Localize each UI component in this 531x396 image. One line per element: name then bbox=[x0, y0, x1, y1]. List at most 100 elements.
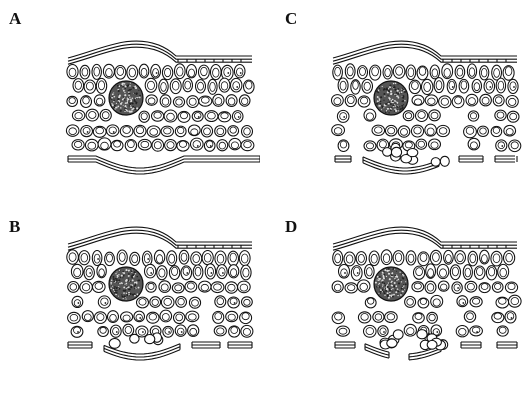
panel-a: A bbox=[0, 0, 265, 198]
bundle-stipple bbox=[134, 107, 135, 108]
spongy-cell bbox=[178, 111, 190, 122]
cell-dot bbox=[476, 331, 478, 333]
bundle-stipple bbox=[113, 278, 115, 280]
bundle-stipple bbox=[384, 282, 386, 284]
palisade-cell bbox=[409, 80, 420, 93]
bundle-stipple bbox=[122, 85, 124, 87]
mesophyll bbox=[332, 64, 521, 152]
bundle-stipple bbox=[395, 101, 396, 102]
cell-dot bbox=[156, 72, 158, 74]
bundle-stipple bbox=[138, 287, 140, 289]
loose-cell bbox=[387, 339, 397, 347]
bundle-stipple bbox=[116, 287, 118, 289]
bundle-stipple bbox=[128, 278, 129, 279]
panel-c: C bbox=[275, 0, 531, 198]
loose-cell bbox=[130, 334, 139, 343]
cell-dot bbox=[147, 258, 149, 260]
vascular-bundle bbox=[374, 267, 408, 301]
spongy-cell bbox=[337, 326, 350, 336]
bundle-stipple bbox=[382, 274, 383, 275]
bundle-stipple bbox=[118, 274, 119, 275]
palisade-cell bbox=[406, 65, 416, 80]
bundle-stipple bbox=[380, 103, 382, 105]
bundle-stipple bbox=[127, 102, 128, 103]
bundle-stipple bbox=[126, 283, 128, 285]
bundle-stipple bbox=[389, 84, 391, 86]
bundle-stipple bbox=[128, 90, 130, 92]
spongy-cell bbox=[412, 95, 424, 105]
spongy-cell bbox=[134, 311, 145, 322]
bundle-stipple bbox=[111, 97, 113, 99]
mesophyll bbox=[66, 64, 254, 152]
bundle-stipple bbox=[121, 294, 122, 295]
palisade-cell bbox=[339, 265, 350, 279]
spongy-cell bbox=[125, 140, 136, 152]
bundle-stipple bbox=[395, 291, 397, 293]
bundle-stipple bbox=[387, 294, 389, 296]
bundle-stipple bbox=[395, 110, 397, 112]
spongy-cell bbox=[213, 311, 224, 323]
bundle-stipple bbox=[393, 84, 394, 85]
bundle-stipple bbox=[388, 268, 390, 270]
palisade-cell bbox=[208, 79, 217, 94]
bundle-stipple bbox=[391, 285, 393, 287]
spongy-cell bbox=[68, 282, 79, 293]
bundle-stipple bbox=[125, 269, 127, 271]
bundle-stipple bbox=[391, 93, 393, 95]
cell-dot bbox=[77, 331, 79, 333]
bundle-stipple bbox=[401, 293, 402, 294]
bundle-stipple bbox=[138, 90, 139, 91]
bundle-stipple bbox=[111, 284, 112, 285]
bundle-stipple bbox=[399, 92, 400, 93]
bundle-stipple bbox=[132, 294, 134, 296]
bundle-stipple bbox=[129, 111, 131, 113]
spongy-cell bbox=[199, 281, 211, 292]
bundle-stipple bbox=[404, 91, 406, 93]
bundle-stipple bbox=[113, 96, 115, 98]
bundle-stipple bbox=[128, 94, 130, 96]
bundle-stipple bbox=[134, 288, 136, 290]
lower-epidermis bbox=[68, 156, 260, 174]
bundle-stipple bbox=[118, 87, 119, 88]
loose-cell bbox=[431, 158, 440, 167]
bundle-stipple bbox=[136, 293, 138, 295]
loose-cell bbox=[427, 340, 437, 349]
spongy-cell bbox=[496, 297, 509, 308]
bundle-stipple bbox=[395, 102, 396, 103]
spongy-cell bbox=[100, 109, 111, 121]
bundle-stipple bbox=[136, 98, 137, 99]
spongy-cell bbox=[86, 109, 98, 121]
bundle-stipple bbox=[390, 109, 392, 111]
bundle-stipple bbox=[127, 101, 128, 102]
bundle-stipple bbox=[123, 284, 124, 285]
palisade-cell bbox=[71, 264, 83, 278]
bundle-stipple bbox=[393, 88, 394, 89]
bundle-stipple bbox=[115, 278, 117, 280]
palisade-cell bbox=[97, 264, 106, 277]
bundle-stipple bbox=[124, 284, 125, 285]
bundle-stipple bbox=[128, 273, 130, 275]
palisade-cell bbox=[351, 266, 362, 281]
bundle-stipple bbox=[383, 100, 384, 101]
bundle-stipple bbox=[396, 271, 397, 272]
spongy-cell bbox=[364, 141, 376, 151]
palisade-cell bbox=[344, 252, 355, 266]
bundle-stipple bbox=[137, 276, 138, 277]
bundle-stipple bbox=[396, 92, 398, 94]
bundle-stipple bbox=[135, 101, 137, 103]
bundle-stipple bbox=[392, 288, 393, 289]
spongy-cell bbox=[187, 96, 199, 108]
palisade-cell bbox=[508, 79, 518, 93]
bundle-stipple bbox=[126, 288, 127, 289]
bundle-stipple bbox=[119, 288, 121, 290]
palisade-cell bbox=[486, 266, 496, 280]
cell-dot bbox=[97, 258, 99, 260]
palisade-cell bbox=[162, 66, 172, 80]
bundle-stipple bbox=[376, 286, 377, 287]
bundle-stipple bbox=[393, 87, 394, 88]
bundle-stipple bbox=[388, 97, 390, 99]
spongy-cell bbox=[364, 325, 377, 337]
cell-dot bbox=[436, 331, 438, 333]
spongy-cell bbox=[188, 125, 200, 136]
bundle-stipple bbox=[392, 105, 394, 107]
